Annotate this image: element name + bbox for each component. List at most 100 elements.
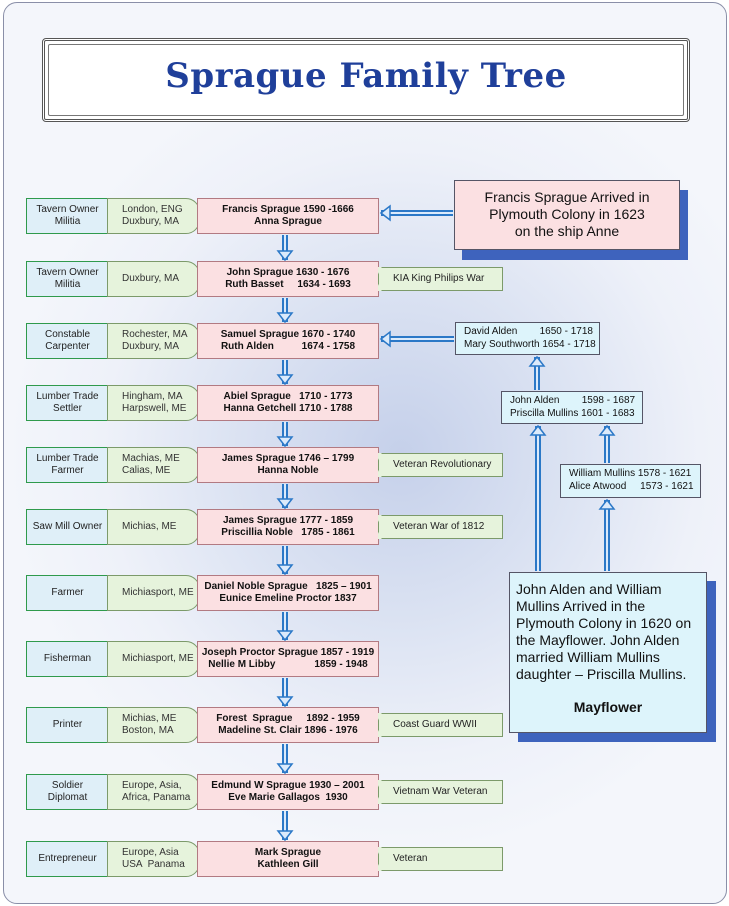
location-line: Rochester, MA [122, 329, 188, 340]
location-line: Machias, ME [122, 453, 180, 464]
generation-arrow-head [276, 696, 294, 708]
note-box: Coast Guard WWII [378, 713, 503, 737]
occupation-line: Soldier [51, 780, 84, 791]
couple-name-line: Priscillia Noble 1785 - 1861 [221, 527, 355, 538]
anne-callout: Francis Sprague Arrived in Plymouth Colo… [454, 180, 680, 250]
mullins-parents-arrow-head [598, 424, 616, 436]
location-box: Michiasport, ME [107, 641, 200, 677]
couple-name-line: Hanna Getchell 1710 - 1788 [223, 403, 353, 414]
generation-arrow-head [276, 830, 294, 842]
occupation-line: Lumber Trade [36, 391, 99, 402]
location-line: Michiasport, ME [122, 587, 194, 598]
couple-name-line: Madeline St. Clair 1896 - 1976 [218, 725, 358, 736]
generation-arrow-head [276, 498, 294, 510]
location-box: Europe, Asia,Africa, Panama [107, 774, 200, 810]
occupation-line: Settler [53, 403, 82, 414]
occupation-line: Carpenter [45, 341, 90, 352]
occupation-line: Farmer [51, 587, 84, 598]
mayflower-to-alden-arrow-head [529, 424, 547, 436]
occupation-line: Militia [54, 216, 81, 227]
note-box: KIA King Philips War [378, 267, 503, 291]
alden-southworth-line: Mary Southworth 1654 - 1718 [464, 339, 596, 350]
location-box: Michias, ME [107, 509, 200, 545]
generation-arrow-head [276, 312, 294, 324]
occupation-line: Tavern Owner [36, 204, 99, 215]
location-line: Harpswell, ME [122, 403, 187, 414]
alden-southworth-line: David Alden 1650 - 1718 [464, 326, 593, 337]
mullins-atwood-line: William Mullins 1578 - 1621 [569, 468, 692, 479]
connector-arrows [276, 204, 616, 842]
couple-name-line: Forest Sprague 1892 - 1959 [216, 713, 360, 724]
occupation-line: Saw Mill Owner [32, 521, 103, 532]
location-line: Africa, Panama [122, 792, 191, 803]
generation-arrow-head [276, 763, 294, 775]
location-box: Michiasport, ME [107, 575, 200, 611]
anne-arrow-head [379, 204, 391, 222]
couple-name-line: Francis Sprague 1590 -1666 [222, 204, 354, 215]
location-line: Michias, ME [122, 521, 177, 532]
couple-name-line: Joseph Proctor Sprague 1857 - 1919 [201, 647, 375, 658]
alden-mullins-line: Priscilla Mullins 1601 - 1683 [510, 408, 635, 419]
couple-name-line: Ruth Alden 1674 - 1758 [220, 341, 356, 352]
location-line: Duxbury, MA [122, 216, 180, 227]
title-frame: Sprague Family Tree [42, 38, 690, 122]
location-line: Michias, ME [122, 713, 177, 724]
couple-name-line: James Sprague 1777 - 1859 [222, 515, 354, 526]
occupation-line: Entrepreneur [38, 853, 97, 864]
occupation-box: Farmer [26, 575, 109, 611]
location-line: London, ENG [122, 204, 183, 215]
occupation-line: Fisherman [43, 653, 92, 664]
couple-name-line: Daniel Noble Sprague 1825 – 1901 [204, 581, 372, 592]
note-box: Vietnam War Veteran [378, 780, 503, 804]
page-title: Sprague Family Tree [165, 56, 567, 96]
location-line: Hingham, MA [122, 391, 183, 402]
alden-mullins-box: John Alden 1598 - 1687 Priscilla Mullins… [501, 391, 643, 424]
location-line: Europe, Asia, [122, 780, 182, 791]
couple-name-line: Mark Sprague [254, 847, 322, 858]
couple-name-line: Anna Sprague [254, 216, 322, 227]
couple-name-line: Ruth Basset 1634 - 1693 [225, 279, 351, 290]
note-box: Veteran War of 1812 [378, 515, 503, 539]
couple-name-line: Samuel Sprague 1670 - 1740 [220, 329, 356, 340]
mayflower-to-mullins-arrow-head [598, 498, 616, 510]
occupation-line: Farmer [51, 465, 84, 476]
occupation-line: Printer [52, 719, 83, 730]
note-box: Veteran [378, 847, 503, 871]
location-line: Duxbury, MA [122, 341, 180, 352]
couple-name-line: Eve Marie Gallagos 1930 [228, 792, 348, 803]
alden-arrow-head [379, 330, 391, 348]
generation-arrow-head [276, 564, 294, 576]
location-line: Calias, ME [122, 465, 171, 476]
couple-name-line: James Sprague 1746 – 1799 [221, 453, 355, 464]
couple-name-line: Kathleen Gill [257, 859, 319, 870]
occupation-line: Diplomat [47, 792, 88, 803]
location-line: USA Panama [122, 859, 185, 870]
occupation-line: Tavern Owner [36, 267, 99, 278]
occupation-line: Constable [44, 329, 91, 340]
occupation-line: Lumber Trade [36, 453, 99, 464]
occupation-box: Entrepreneur [26, 841, 109, 877]
couple-name-line: Abiel Sprague 1710 - 1773 [223, 391, 353, 402]
alden-parents-arrow-head [528, 355, 546, 367]
generation-arrow-head [276, 436, 294, 448]
anne-callout-line: on the ship Anne [514, 223, 620, 239]
